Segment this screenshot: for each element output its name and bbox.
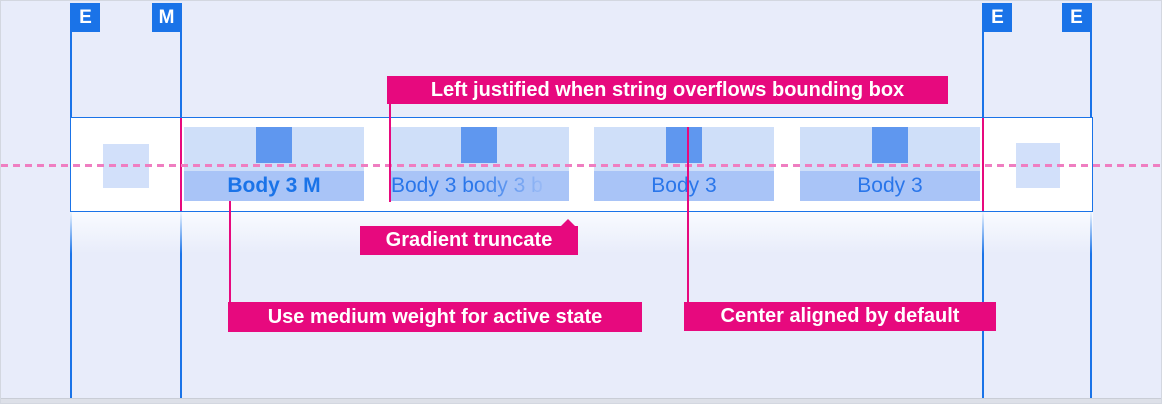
tab-icon	[872, 127, 908, 163]
connector-medium-weight	[229, 201, 231, 303]
tab-icon	[256, 127, 292, 163]
annotation-gradient-truncate: Gradient truncate	[360, 219, 578, 255]
tab-body3-active[interactable]: Body 3 M	[184, 127, 364, 201]
margin-marker-e-right-outer: E	[1062, 3, 1091, 32]
tab-label-truncated: Body 3 body 3 b	[389, 171, 569, 201]
baseline-dashed-line	[1, 164, 1161, 167]
tab-icon-bounding-box	[184, 127, 364, 171]
annotation-medium-weight: Use medium weight for active state	[228, 302, 642, 332]
tab-icon	[461, 127, 497, 163]
pointer-up-icon	[560, 219, 576, 227]
tab-body3-default-1[interactable]: Body 3	[594, 127, 774, 201]
connector-center-aligned	[687, 127, 689, 303]
margin-marker-e-left: E	[71, 3, 100, 32]
window-bottom-edge	[1, 398, 1161, 403]
tab-label: Body 3 M	[184, 171, 364, 201]
connector-left-justified	[389, 104, 391, 202]
tab-body3-overflow[interactable]: Body 3 body 3 b	[389, 127, 569, 201]
tab-icon-bounding-box	[800, 127, 980, 171]
tab-label: Body 3	[594, 171, 774, 201]
annotation-center-aligned: Center aligned by default	[684, 302, 996, 331]
tab-label: Body 3	[800, 171, 980, 201]
annotation-left-justified: Left justified when string overflows bou…	[387, 76, 948, 104]
tab-body3-default-2[interactable]: Body 3	[800, 127, 980, 201]
tab-icon	[666, 127, 702, 163]
annotation-gradient-truncate-text: Gradient truncate	[385, 229, 553, 251]
tab-icon-bounding-box	[389, 127, 569, 171]
margin-marker-e-right-inner: E	[983, 3, 1012, 32]
tab-bar-glow	[70, 212, 1093, 254]
gradient-fade-overlay	[474, 171, 569, 201]
tab-icon-bounding-box	[594, 127, 774, 171]
margin-marker-m: M	[152, 3, 181, 32]
